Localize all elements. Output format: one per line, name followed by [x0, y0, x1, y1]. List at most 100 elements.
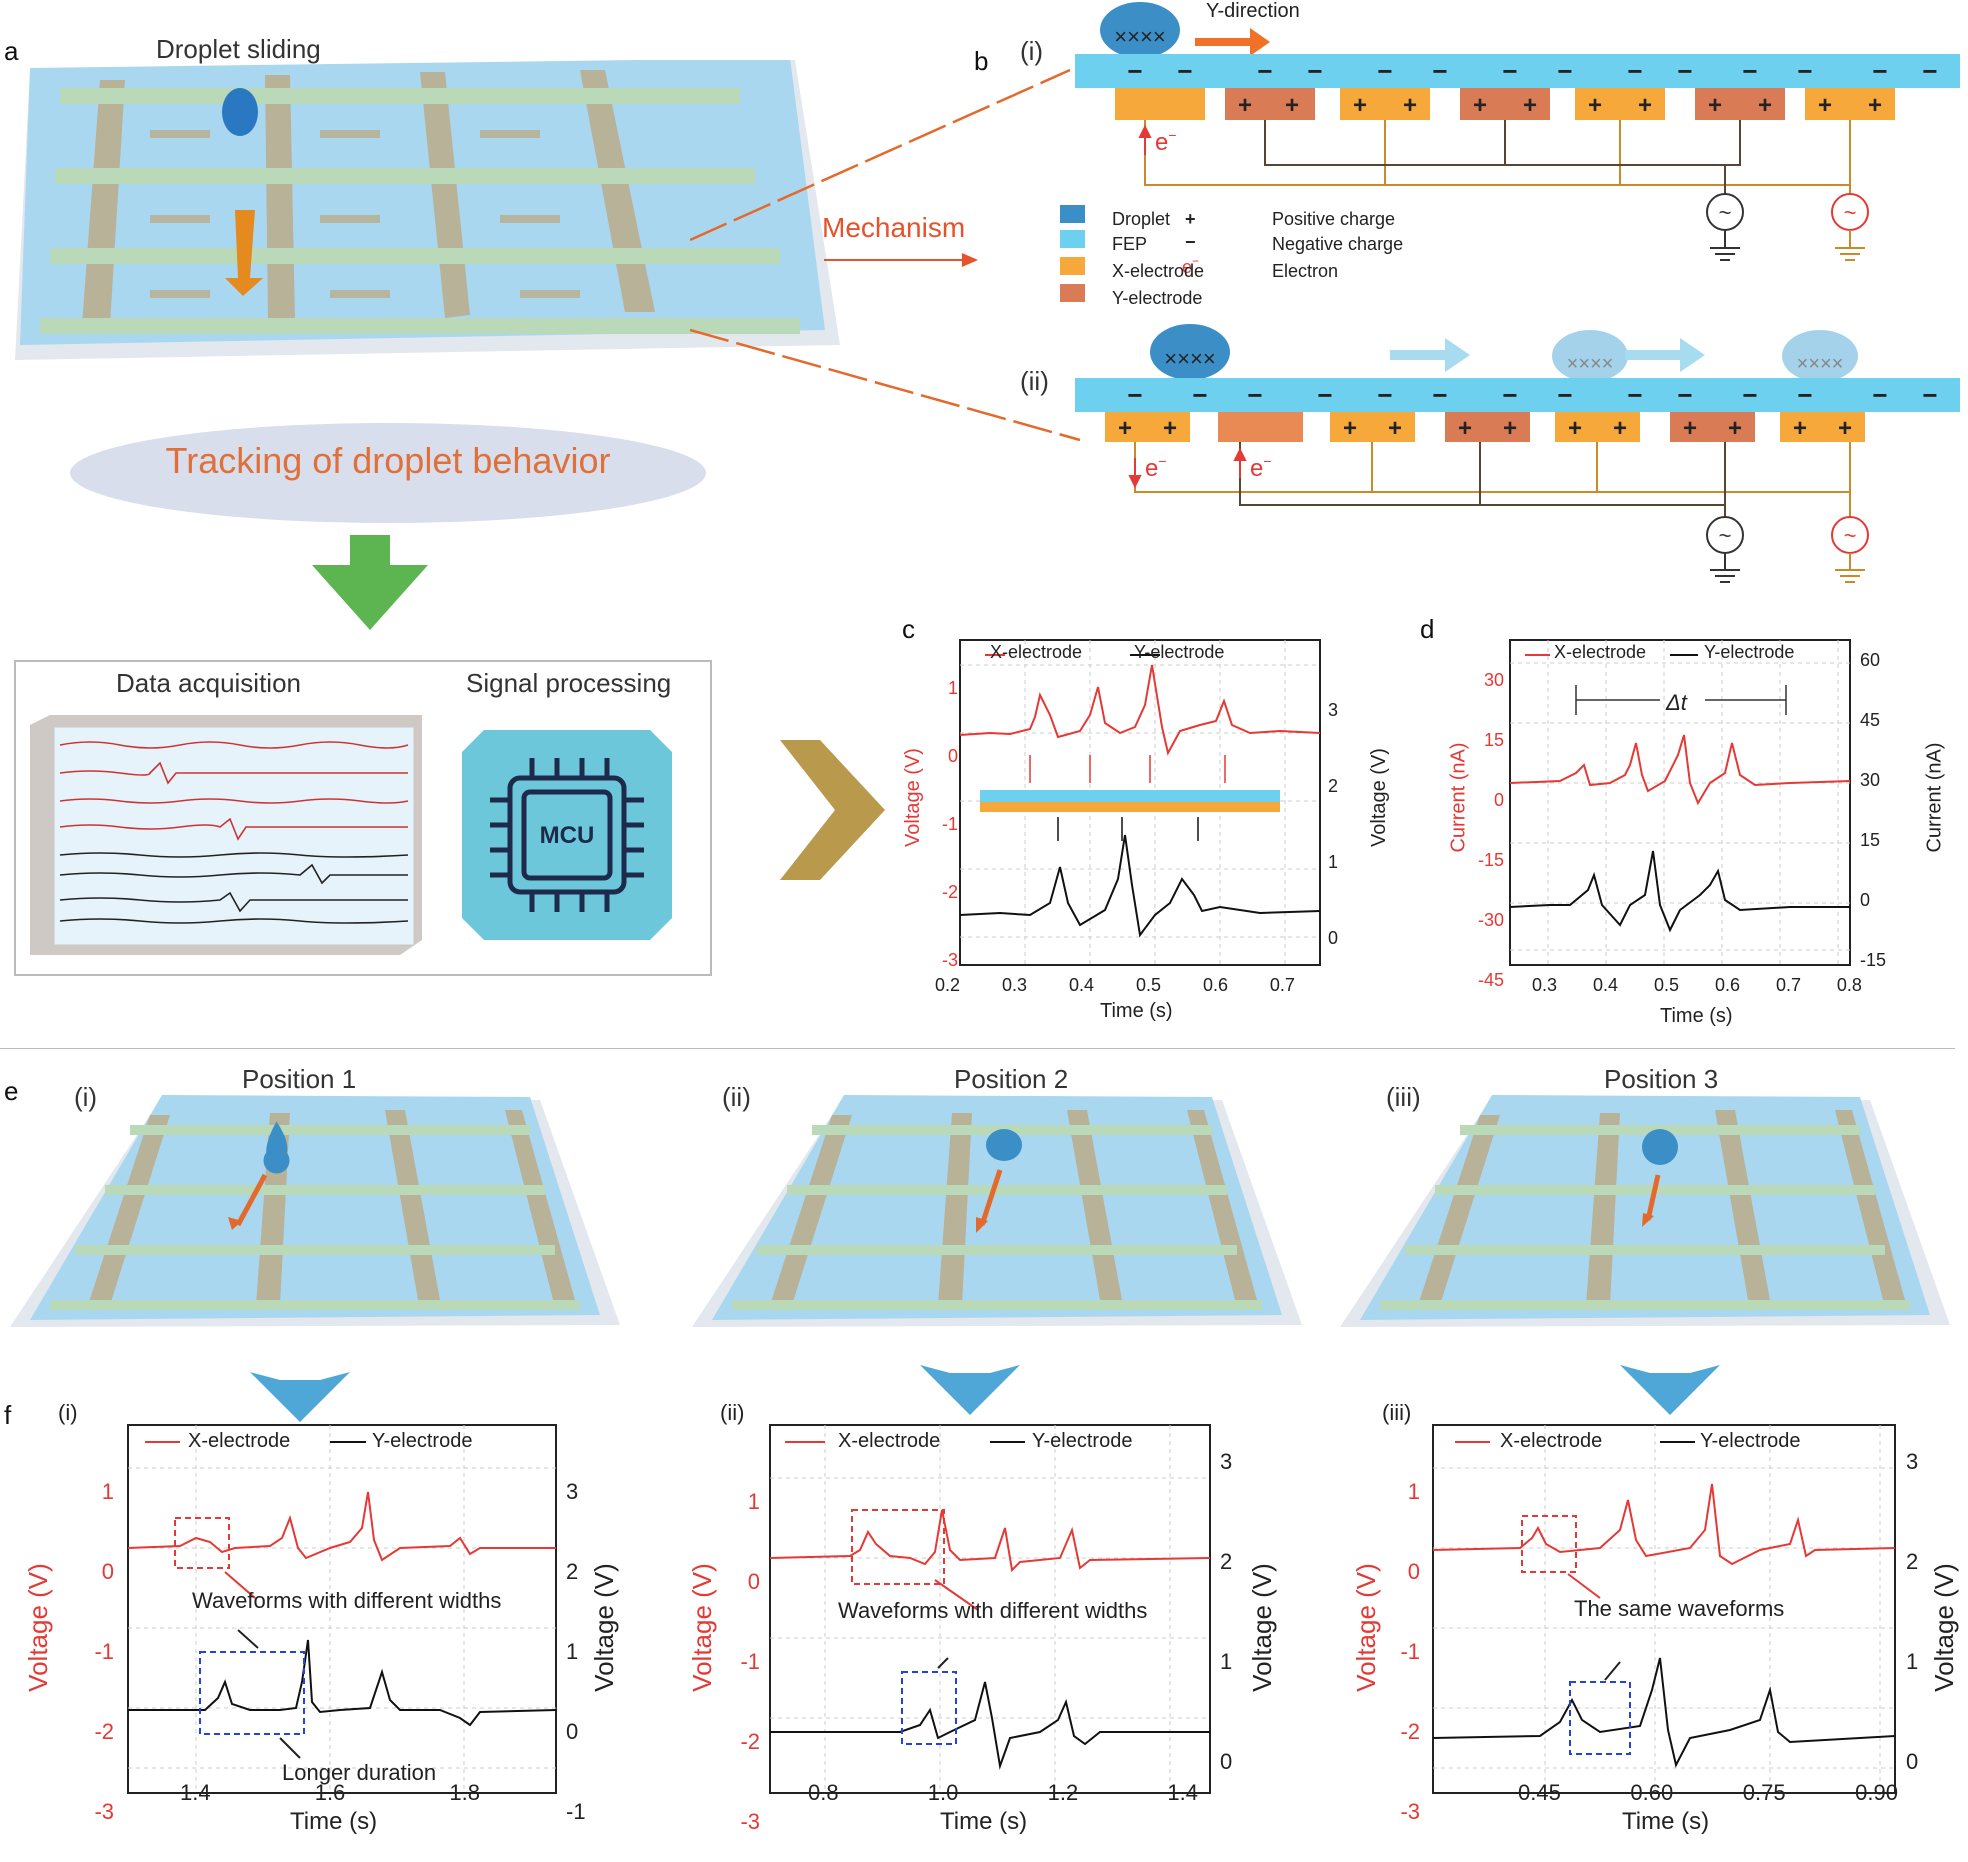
panel-f-charts [127, 1424, 1896, 1794]
svg-text:−: − [1185, 232, 1196, 252]
tracking-ellipse [70, 423, 706, 523]
ytick: -3 [1400, 1799, 1420, 1824]
svg-text:e−: e− [1250, 453, 1272, 482]
svg-text:+: + [1523, 92, 1537, 119]
svg-text:××××: ×××× [1114, 24, 1165, 49]
panel-label-e: e [4, 1076, 19, 1106]
chart-d-delta-t: Δt [1666, 690, 1687, 715]
chart-c-legend-x: X-electrode [990, 642, 1083, 662]
signal-monitor [30, 715, 422, 955]
e-sub-iii: (iii) [1386, 1082, 1421, 1112]
ytick: 1 [1328, 852, 1339, 872]
f-iii-xlabel: Time (s) [1622, 1808, 1710, 1835]
svg-text:××××: ×××× [1164, 346, 1215, 371]
f-iii-annotation-same: The same waveforms [1574, 1596, 1785, 1621]
svg-text:e−: e− [1145, 453, 1167, 482]
legend-fep: FEP [1112, 234, 1148, 254]
ytick: 2 [1220, 1549, 1233, 1574]
xtick: 0.2 [935, 975, 961, 995]
xtick: 0.8 [808, 1780, 839, 1805]
svg-text:−: − [1127, 56, 1142, 86]
xtick: 0.5 [1653, 975, 1679, 995]
xtick: 0.6 [1202, 975, 1228, 995]
svg-text:e−: e− [1155, 127, 1177, 156]
f-sub-ii: (ii) [720, 1400, 745, 1425]
mcu-chip-icon: MCU [462, 730, 672, 940]
legend-positive: Positive charge [1272, 209, 1396, 229]
f-ii-ylabel-left: Voltage (V) [686, 1563, 717, 1692]
svg-text:−: − [1677, 56, 1692, 86]
svg-text:−: − [1502, 56, 1517, 86]
xtick: 0.75 [1742, 1780, 1786, 1805]
down-arrow-icon [225, 210, 263, 296]
mechanism-label: Mechanism [822, 212, 966, 243]
e-sub-i: (i) [74, 1082, 98, 1112]
svg-text:+: + [1353, 92, 1367, 119]
f-ii-legend-y: Y-electrode [1032, 1430, 1133, 1452]
svg-text:−: − [1627, 56, 1642, 86]
ytick: 1 [747, 1489, 760, 1514]
xtick: 0.4 [1068, 975, 1094, 995]
position-3-title: Position 3 [1604, 1064, 1719, 1094]
svg-text:+: + [1568, 415, 1582, 442]
svg-text:−: − [1922, 56, 1937, 86]
chart-c-ylabel-left: Voltage (V) [901, 748, 924, 847]
svg-text:−: − [1502, 380, 1517, 410]
xtick: 0.45 [1518, 1780, 1561, 1805]
svg-text:+: + [1728, 415, 1742, 442]
ytick: 30 [1483, 670, 1504, 690]
ytick: 2 [1328, 776, 1339, 796]
f-iii-ylabel-right: Voltage (V) [1928, 1563, 1959, 1692]
svg-text:+: + [1818, 92, 1832, 119]
ytick: -1 [740, 1649, 760, 1674]
xtick: 0.90 [1855, 1780, 1898, 1805]
xtick: 1.4 [180, 1780, 211, 1805]
ytick: -1 [566, 1799, 586, 1824]
panel-label-f: f [4, 1400, 12, 1430]
ytick: 1 [1906, 1649, 1919, 1674]
xtick: 0.7 [1269, 975, 1295, 995]
legend-x-electrode: X-electrode [1112, 261, 1205, 281]
ytick: 0 [1493, 790, 1504, 810]
ytick: -3 [94, 1799, 114, 1824]
xtick: 0.6 [1714, 975, 1740, 995]
xtick: 1.2 [1047, 1780, 1079, 1805]
droplet-icon [1642, 1129, 1678, 1165]
svg-text:−: − [1742, 56, 1757, 86]
chart-d-legend-x: X-electrode [1554, 642, 1647, 662]
position-1-title: Position 1 [242, 1064, 357, 1094]
tracking-label: Tracking of droplet behavior [165, 440, 611, 481]
ytick: -45 [1477, 970, 1504, 990]
svg-text:−: − [1627, 380, 1642, 410]
ytick: 1 [947, 678, 958, 698]
ytick: 1 [566, 1639, 579, 1664]
svg-text:−: − [1177, 56, 1192, 86]
f-i-ylabel-left: Voltage (V) [22, 1563, 53, 1692]
ytick: -3 [941, 950, 958, 970]
svg-text:+: + [1683, 415, 1697, 442]
svg-text:−: − [1557, 56, 1572, 86]
ytick: 60 [1860, 650, 1881, 670]
svg-text:−: − [1557, 380, 1572, 410]
green-down-arrow-icon [312, 535, 428, 630]
chart-c-xlabel: Time (s) [1100, 1000, 1173, 1022]
ytick: -2 [1400, 1719, 1420, 1744]
chart-d-xlabel: Time (s) [1660, 1005, 1733, 1027]
xtick: 0.4 [1592, 975, 1619, 995]
svg-text:−: − [1377, 380, 1392, 410]
chart-d-legend-y: Y-electrode [1704, 642, 1795, 662]
xtick: 1.8 [449, 1780, 480, 1805]
ytick: 2 [566, 1559, 579, 1584]
svg-text:+: + [1403, 92, 1417, 119]
svg-text:−: − [1432, 380, 1447, 410]
ytick: 3 [566, 1479, 579, 1504]
